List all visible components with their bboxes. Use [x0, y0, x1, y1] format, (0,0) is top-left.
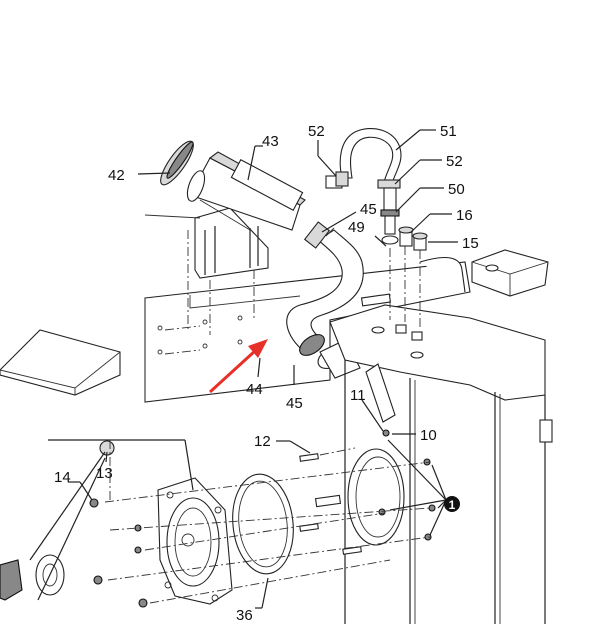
fitting-15 [412, 232, 428, 251]
callout-16: 16 [456, 207, 473, 224]
callout-52-top: 52 [308, 123, 325, 140]
clip-52-left [325, 171, 349, 189]
reference-marker-1: 1 [444, 496, 460, 512]
pump-flange [0, 451, 106, 601]
callout-36: 36 [236, 607, 253, 624]
callout-14: 14 [54, 469, 71, 486]
callout-51: 51 [440, 123, 457, 140]
rod-bracket [144, 207, 269, 335]
hose-51 [339, 128, 402, 245]
callout-10: 10 [420, 427, 437, 444]
callout-11: 11 [350, 387, 366, 404]
fastener-studs [89, 429, 436, 608]
side-box [0, 329, 121, 396]
callout-45-bottom: 45 [286, 395, 303, 412]
callout-42: 42 [108, 167, 125, 184]
gasket-ring-36 [232, 473, 294, 575]
callout-44: 44 [246, 381, 263, 398]
callout-43: 43 [262, 133, 279, 150]
callout-45-top: 45 [360, 201, 377, 218]
callout-50: 50 [448, 181, 465, 198]
callout-15: 15 [462, 235, 479, 252]
red-arrow [208, 339, 268, 394]
marker-number: 1 [449, 498, 456, 512]
callout-52-right: 52 [446, 153, 463, 170]
cabinet-frame [329, 304, 553, 624]
callout-labels: 42 43 52 51 52 50 45 49 16 15 44 45 11 1… [54, 123, 479, 624]
cap-part [160, 140, 194, 186]
callout-49: 49 [348, 219, 365, 236]
fitting-16 [398, 226, 414, 247]
callout-12: 12 [254, 433, 271, 450]
assembly-lines [104, 246, 431, 604]
pump-plate [157, 477, 233, 605]
callout-13: 13 [96, 465, 113, 482]
leader-lines [48, 129, 458, 609]
electronic-module [471, 249, 549, 297]
